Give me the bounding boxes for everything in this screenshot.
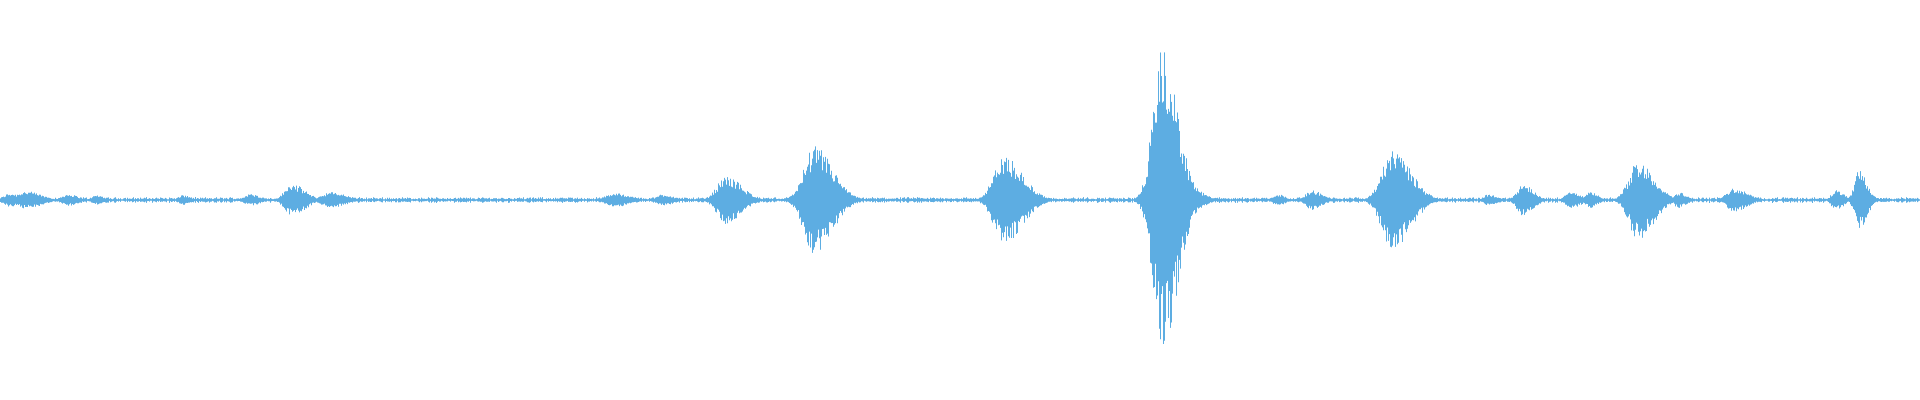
waveform-trace xyxy=(0,52,1920,344)
waveform-samples xyxy=(0,52,1920,344)
